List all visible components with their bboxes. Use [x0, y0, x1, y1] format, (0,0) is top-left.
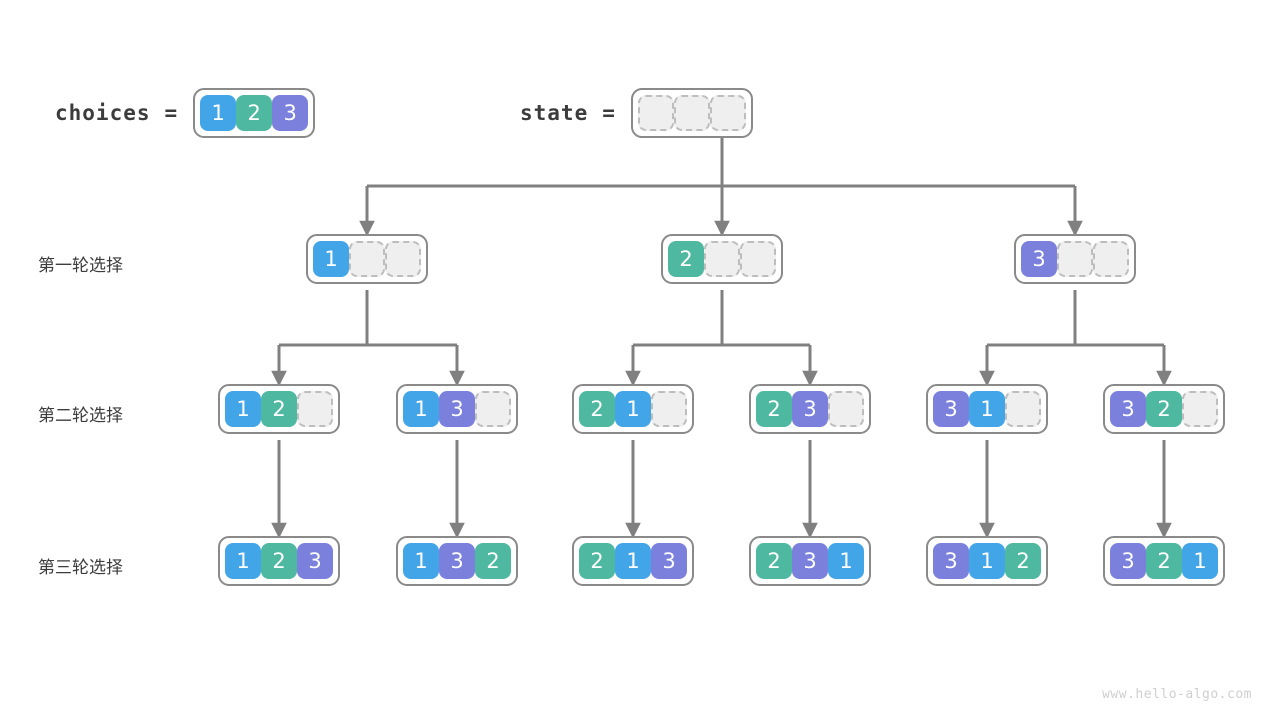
state-label: state	[520, 101, 589, 125]
value-cell: 1	[225, 391, 261, 427]
value-cell: 2	[756, 391, 792, 427]
value-cell: 3	[792, 391, 828, 427]
site-watermark: www.hello-algo.com	[1102, 687, 1252, 702]
value-cell: 2	[261, 543, 297, 579]
empty-cell	[1182, 391, 1218, 427]
empty-cell	[704, 241, 740, 277]
tree-node-round-1-1: 1	[306, 234, 428, 284]
value-cell: 2	[1146, 391, 1182, 427]
empty-cell	[1005, 391, 1041, 427]
value-cell: 3	[1110, 543, 1146, 579]
value-cell: 3	[439, 543, 475, 579]
choices-equals-sign: =	[164, 101, 178, 125]
value-cell: 1	[225, 543, 261, 579]
empty-cell	[385, 241, 421, 277]
tree-node-round-1-2: 2	[661, 234, 783, 284]
value-cell: 2	[475, 543, 511, 579]
empty-cell	[709, 95, 746, 131]
state-equals-sign: =	[602, 101, 615, 125]
empty-cell	[637, 95, 674, 131]
value-cell: 2	[579, 543, 615, 579]
tree-node-round-1-3: 3	[1014, 234, 1136, 284]
value-cell: 2	[261, 391, 297, 427]
value-cell: 2	[1146, 543, 1182, 579]
row-label-round-2: 第二轮选择	[38, 406, 123, 425]
empty-cell	[740, 241, 776, 277]
value-cell: 3	[651, 543, 687, 579]
value-cell: 3	[297, 543, 333, 579]
state-equation: state =	[520, 88, 753, 138]
empty-cell	[828, 391, 864, 427]
empty-cell	[1093, 241, 1129, 277]
value-cell: 1	[828, 543, 864, 579]
value-cell: 3	[1110, 391, 1146, 427]
empty-cell	[297, 391, 333, 427]
state-array	[630, 88, 753, 138]
value-cell: 2	[236, 95, 273, 131]
empty-cell	[349, 241, 385, 277]
value-cell: 1	[200, 95, 237, 131]
value-cell: 1	[615, 543, 651, 579]
value-cell: 2	[756, 543, 792, 579]
value-cell: 3	[272, 95, 309, 131]
value-cell: 1	[313, 241, 349, 277]
choices-label: choices	[55, 101, 151, 125]
value-cell: 1	[615, 391, 651, 427]
value-cell: 1	[969, 543, 1005, 579]
value-cell: 3	[439, 391, 475, 427]
empty-cell	[673, 95, 710, 131]
empty-cell	[651, 391, 687, 427]
value-cell: 3	[792, 543, 828, 579]
value-cell: 1	[403, 543, 439, 579]
value-cell: 1	[969, 391, 1005, 427]
empty-cell	[475, 391, 511, 427]
value-cell: 3	[933, 543, 969, 579]
value-cell: 3	[1021, 241, 1057, 277]
value-cell: 3	[933, 391, 969, 427]
value-cell: 1	[403, 391, 439, 427]
value-cell: 1	[1182, 543, 1218, 579]
row-label-round-3: 第三轮选择	[38, 558, 123, 577]
empty-cell	[1057, 241, 1093, 277]
value-cell: 2	[579, 391, 615, 427]
value-cell: 2	[1005, 543, 1041, 579]
value-cell: 2	[668, 241, 704, 277]
row-label-round-1: 第一轮选择	[38, 256, 123, 275]
